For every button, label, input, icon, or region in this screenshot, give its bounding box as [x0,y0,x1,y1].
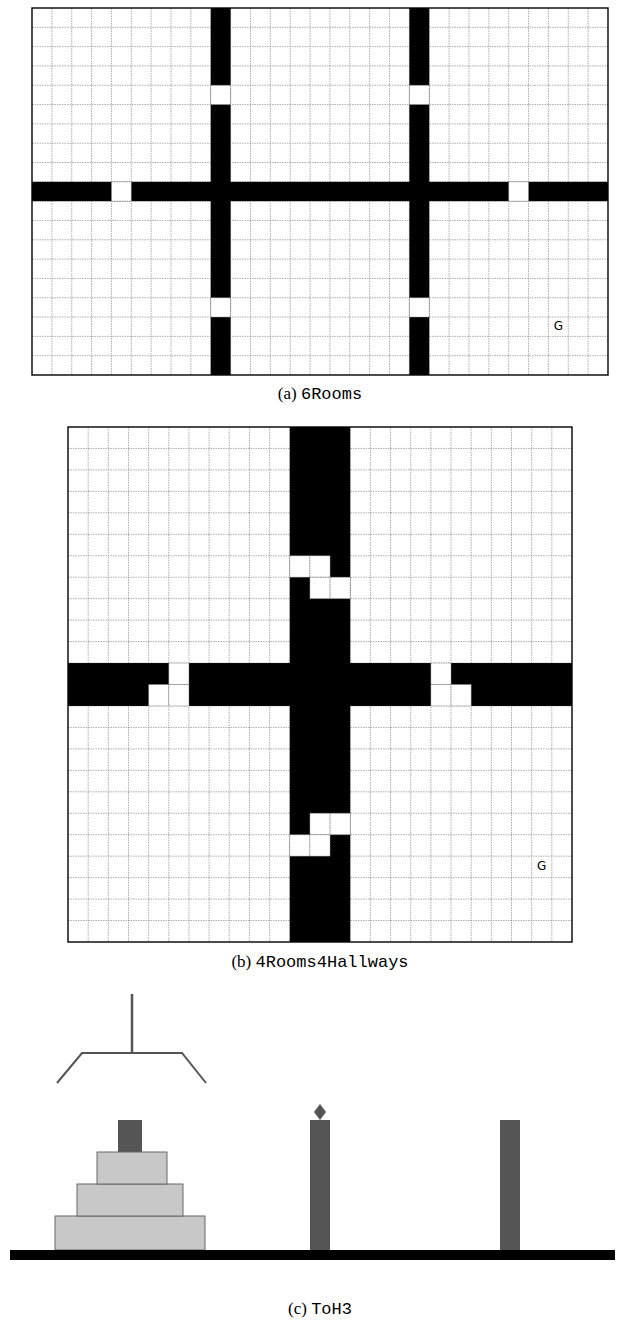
grid-line [32,317,608,318]
grid-line [32,297,608,298]
room-floor [68,427,572,942]
doorway [290,556,310,577]
wall [211,8,231,375]
doorway [310,556,330,577]
doorway [111,182,131,201]
grid-line [32,27,608,28]
grid-line [32,85,608,86]
doorway [409,298,429,317]
four-rooms-grid [68,427,572,942]
doorway [169,663,189,684]
doorway [409,85,429,104]
grid-line [32,355,608,356]
six-rooms-grid [32,8,608,375]
doorway [211,85,231,104]
doorway [310,835,330,856]
grid-line [32,65,608,66]
panel-caption: (a) 6Rooms [278,385,362,405]
doorway [149,685,169,706]
wall [409,8,429,375]
doorway [431,685,451,706]
doorway [330,577,350,598]
base [10,1250,615,1260]
gripper-arm [131,994,134,1053]
grid-line [32,259,608,260]
doorway [290,835,310,856]
panel-caption: (c) ToH3 [288,1300,352,1320]
wall [32,182,608,201]
grid-border [68,427,572,942]
grid-line [32,46,608,47]
grid-line [32,336,608,337]
gripper-claw [57,1053,206,1083]
tower-of-hanoi [10,994,615,1260]
grid-line [32,239,608,240]
grid-line [32,123,608,124]
doorway [431,663,451,684]
grid-line [32,162,608,163]
peg [500,1120,520,1250]
disc [55,1216,205,1250]
grid-line [32,104,608,105]
doorway [310,577,330,598]
doorway [310,813,330,834]
doorway [451,685,471,706]
doorway [509,182,529,201]
room-floor [32,8,608,375]
doorway [211,298,231,317]
panel-caption: (b) 4Rooms4Hallways [231,953,408,973]
grid-border [32,8,608,375]
peg [310,1120,330,1250]
selection-marker [314,1104,326,1120]
disc [77,1184,183,1216]
doorway [330,813,350,834]
grid-line [32,143,608,144]
wall [68,663,572,706]
grid-line [32,220,608,221]
goal-marker: G [554,320,563,333]
goal-marker: G [537,860,546,873]
doorway [169,685,189,706]
grid-line [32,278,608,279]
disc [97,1152,167,1184]
